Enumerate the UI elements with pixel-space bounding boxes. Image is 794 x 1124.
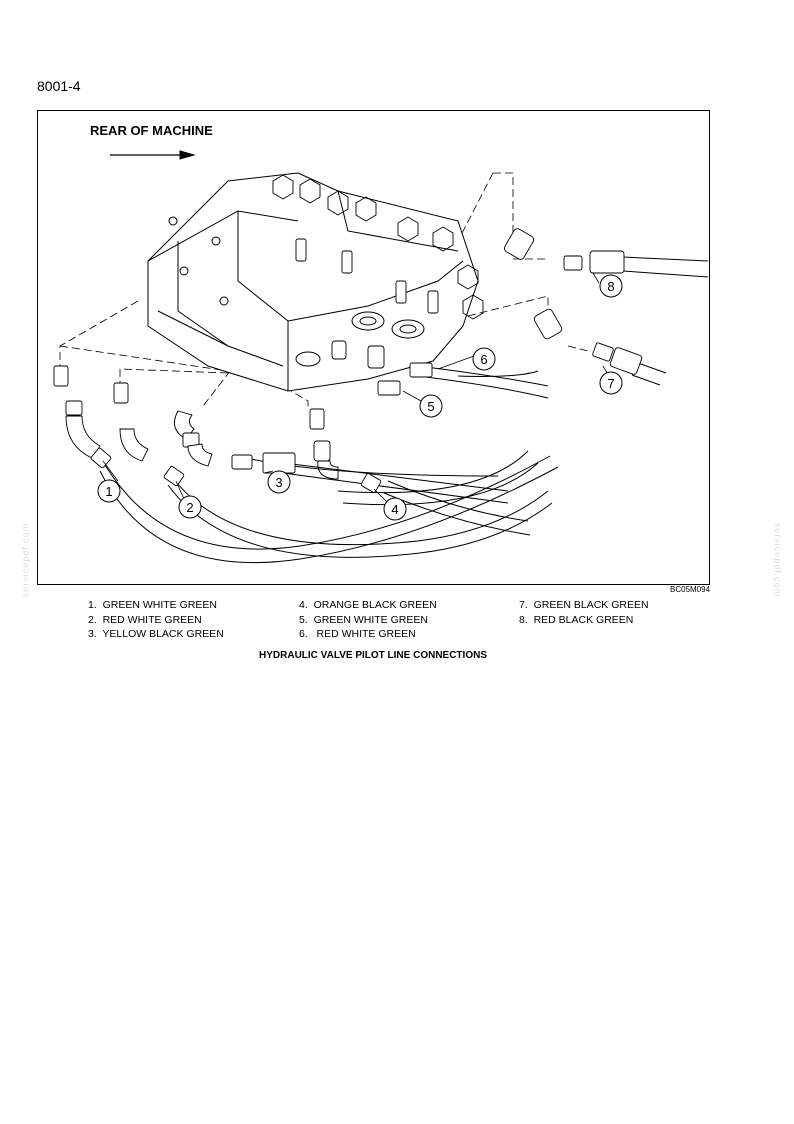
hoses <box>99 256 709 564</box>
legend-item: 5. GREEN WHITE GREEN <box>299 613 428 626</box>
svg-text:7: 7 <box>607 376 614 391</box>
watermark-right: servicepdf.com <box>772 522 783 598</box>
legend-column-3: 7. GREEN BLACK GREEN 8. RED BLACK GREEN <box>519 598 649 627</box>
legend-column-2: 4. ORANGE BLACK GREEN 5. GREEN WHITE GRE… <box>299 598 437 642</box>
svg-text:5: 5 <box>427 399 434 414</box>
legend-column-1: 1. GREEN WHITE GREEN 2. RED WHITE GREEN … <box>88 598 224 642</box>
svg-text:8: 8 <box>607 279 614 294</box>
legend-item: 1. GREEN WHITE GREEN <box>88 599 217 611</box>
legend-item: 2. RED WHITE GREEN <box>88 613 202 626</box>
valve-line-drawing: 1 2 3 4 5 6 7 8 <box>53 150 709 564</box>
valve-block <box>147 172 484 392</box>
page-number: 8001-4 <box>37 78 81 94</box>
legend-item: 6. RED WHITE GREEN <box>299 628 416 640</box>
callout-5: 5 <box>419 394 443 418</box>
callout-6: 6 <box>472 347 496 371</box>
legend-item: 7. GREEN BLACK GREEN <box>519 599 649 611</box>
legend-item: 3. YELLOW BLACK GREEN <box>88 628 224 640</box>
callout-1: 1 <box>97 479 121 503</box>
valve-fittings <box>295 238 439 369</box>
callout-4: 4 <box>383 497 407 521</box>
hose-fittings <box>90 250 643 493</box>
rear-of-machine-label: REAR OF MACHINE <box>90 123 213 138</box>
svg-text:2: 2 <box>186 500 193 515</box>
figure-code: BC05M094 <box>670 585 711 594</box>
callout-3: 3 <box>267 470 291 494</box>
svg-text:1: 1 <box>105 484 112 499</box>
loose-fittings <box>53 228 563 480</box>
svg-text:3: 3 <box>275 475 282 490</box>
direction-arrow-icon <box>110 150 196 160</box>
callout-8: 8 <box>599 274 623 298</box>
watermark-left: servicepdf.com <box>20 522 31 598</box>
callouts: 1 2 3 4 5 6 7 8 <box>97 274 623 521</box>
callout-7: 7 <box>599 371 623 395</box>
figure-caption: HYDRAULIC VALVE PILOT LINE CONNECTIONS <box>259 650 487 661</box>
hydraulic-valve-figure: 1 2 3 4 5 6 7 8 REAR OF MACHINE <box>37 110 710 585</box>
svg-text:6: 6 <box>480 352 487 367</box>
callout-2: 2 <box>178 495 202 519</box>
legend-item: 8. RED BLACK GREEN <box>519 613 634 626</box>
legend-item: 4. ORANGE BLACK GREEN <box>299 599 437 611</box>
svg-text:4: 4 <box>391 502 398 517</box>
